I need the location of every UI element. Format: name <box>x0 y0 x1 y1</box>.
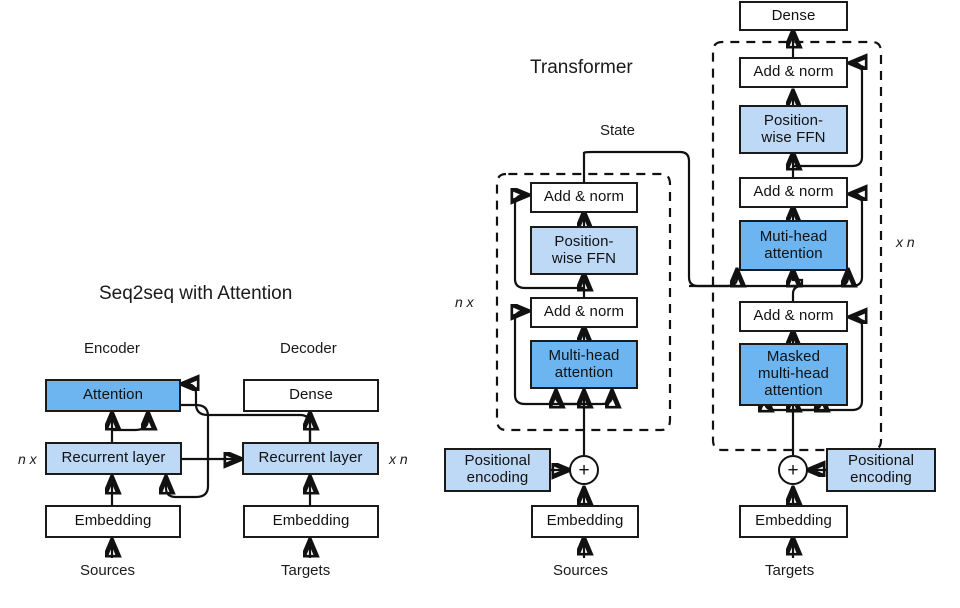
encoder-multi-head-attention-box[interactable]: Multi-head attention <box>530 340 638 389</box>
decoder-position-wise-ffn-box[interactable]: Position- wise FFN <box>739 105 848 154</box>
seq2seq-encoder-embedding-box[interactable]: Embedding <box>45 505 181 538</box>
seq2seq-targets-label: Targets <box>281 562 331 579</box>
decoder-positional-encoding-box[interactable]: Positional encoding <box>826 448 936 492</box>
decoder-add-node[interactable]: + <box>778 455 808 485</box>
transformer-sources-label: Sources <box>553 562 609 579</box>
encoder-positional-encoding-box[interactable]: Positional encoding <box>444 448 551 492</box>
seq2seq-decoder-repeat: x n <box>389 451 408 467</box>
encoder-add-norm-top-box[interactable]: Add & norm <box>530 182 638 213</box>
seq2seq-encoder-repeat: n x <box>18 451 37 467</box>
encoder-add-norm-bottom-box[interactable]: Add & norm <box>530 297 638 328</box>
decoder-embedding-box[interactable]: Embedding <box>739 505 848 538</box>
seq2seq-title: Seq2seq with Attention <box>99 283 293 304</box>
decoder-multi-head-attention-box[interactable]: Muti-head attention <box>739 220 848 271</box>
transformer-title: Transformer <box>530 57 633 78</box>
decoder-label: Decoder <box>280 340 337 357</box>
decoder-add-norm-mid-box[interactable]: Add & norm <box>739 177 848 208</box>
seq2seq-encoder-recurrent-box[interactable]: Recurrent layer <box>45 442 182 475</box>
decoder-masked-multi-head-attention-box[interactable]: Masked multi-head attention <box>739 343 848 406</box>
seq2seq-decoder-embedding-box[interactable]: Embedding <box>243 505 379 538</box>
transformer-decoder-repeat: x n <box>896 234 915 250</box>
encoder-label: Encoder <box>84 340 140 357</box>
decoder-dense-box[interactable]: Dense <box>739 1 848 31</box>
state-label: State <box>600 122 636 139</box>
seq2seq-sources-label: Sources <box>80 562 136 579</box>
seq2seq-decoder-recurrent-box[interactable]: Recurrent layer <box>242 442 379 475</box>
seq2seq-dense-box[interactable]: Dense <box>243 379 379 412</box>
decoder-add-norm-top-box[interactable]: Add & norm <box>739 57 848 88</box>
encoder-position-wise-ffn-box[interactable]: Position- wise FFN <box>530 226 638 275</box>
transformer-encoder-repeat: n x <box>455 294 474 310</box>
encoder-add-node[interactable]: + <box>569 455 599 485</box>
seq2seq-attention-box[interactable]: Attention <box>45 379 181 412</box>
encoder-embedding-box[interactable]: Embedding <box>531 505 639 538</box>
transformer-targets-label: Targets <box>765 562 815 579</box>
decoder-add-norm-bottom-box[interactable]: Add & norm <box>739 301 848 332</box>
